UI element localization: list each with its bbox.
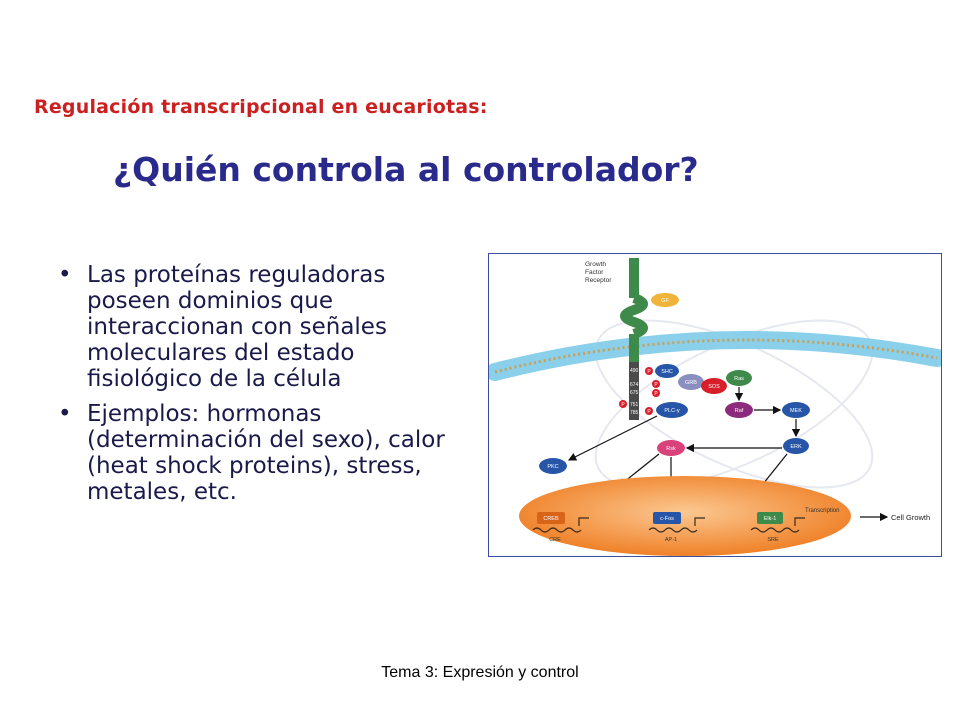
residue-label: 674 xyxy=(630,382,639,388)
bullet-list: • Las proteínas reguladoras poseen domin… xyxy=(58,262,458,514)
gf-ligand xyxy=(651,293,679,307)
phospho-label: P xyxy=(647,369,651,375)
residue-labels: 490 674 675 751 785 xyxy=(630,368,639,416)
mek-protein xyxy=(782,402,810,418)
signaling-pathway-figure: Growth Factor Receptor 490 674 675 751 7… xyxy=(488,253,942,557)
mek-label: MEK xyxy=(790,408,802,414)
cell-membrane xyxy=(489,331,941,381)
grb-label: GRB xyxy=(685,380,697,386)
sre-label: SRE xyxy=(767,537,779,543)
slide-footer: Tema 3: Expresión y control xyxy=(381,664,579,681)
cell-membrane-core xyxy=(494,338,938,374)
receptor-label-line: Factor xyxy=(585,269,604,276)
cfos-factor xyxy=(653,512,681,524)
rsk-label: Rsk xyxy=(666,446,676,452)
residue-label: 675 xyxy=(630,390,639,396)
bullet-glyph: • xyxy=(58,401,72,427)
phospho-label: P xyxy=(654,382,658,388)
erk-label: ERK xyxy=(790,444,802,450)
slide-subtitle: Regulación transcripcional en eucariotas… xyxy=(34,96,488,118)
bullet-text: Las proteínas reguladoras poseen dominio… xyxy=(87,262,387,392)
plc-protein xyxy=(656,402,688,418)
bullet-item: • Las proteínas reguladoras poseen domin… xyxy=(58,262,458,392)
nucleus xyxy=(519,476,851,556)
creb-label: CREB xyxy=(543,516,559,522)
elk-factor xyxy=(757,512,783,524)
gf-label: GF xyxy=(661,298,669,304)
pkc-label: PKC xyxy=(547,464,558,470)
receptor-label-line: Growth xyxy=(585,261,606,268)
bullet-glyph: • xyxy=(58,262,72,288)
cfos-label: c-Fos xyxy=(660,516,674,522)
phospho-markers: P P P P P xyxy=(619,367,660,415)
dna-strands xyxy=(532,517,805,533)
slide-title: ¿Quién controla al controlador? xyxy=(113,150,699,189)
grb-protein xyxy=(678,374,704,390)
sos-protein xyxy=(701,378,727,394)
elk-label: Elk-1 xyxy=(764,516,777,522)
plc-label: PLC-γ xyxy=(664,408,680,414)
growth-factor-receptor xyxy=(620,258,648,420)
raf-protein xyxy=(725,402,753,418)
phospho-label: P xyxy=(621,402,625,408)
pkc-protein xyxy=(539,458,567,474)
receptor-label-line: Receptor xyxy=(585,277,612,284)
cre-label: CRE xyxy=(549,537,561,543)
bullet-text: Ejemplos: hormonas (determinación del se… xyxy=(87,401,445,505)
raf-label: Raf xyxy=(735,408,744,414)
phospho-label: P xyxy=(654,391,658,397)
erk-protein xyxy=(783,438,809,454)
residue-label: 751 xyxy=(630,402,639,408)
transcription-label: Transcription xyxy=(805,508,839,514)
rsk-protein xyxy=(657,440,685,456)
residue-label: 490 xyxy=(630,368,639,374)
shc-label: SHC xyxy=(661,369,673,375)
shc-protein xyxy=(655,364,679,378)
residue-label: 785 xyxy=(630,410,639,416)
creb-factor xyxy=(537,512,565,524)
pathway-diagram: Growth Factor Receptor 490 674 675 751 7… xyxy=(489,258,941,556)
ap1-label: AP-1 xyxy=(665,537,677,543)
cell-growth-label: Cell Growth xyxy=(891,513,930,522)
ras-protein xyxy=(726,370,752,386)
phospho-label: P xyxy=(647,409,651,415)
bullet-item: • Ejemplos: hormonas (determinación del … xyxy=(58,401,458,505)
sos-label: SOS xyxy=(708,384,720,390)
ras-label: Ras xyxy=(734,376,744,382)
